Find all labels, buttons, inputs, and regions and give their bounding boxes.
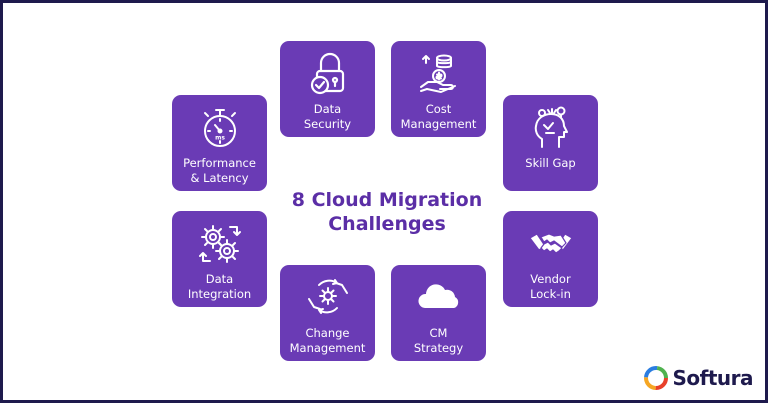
lock-check-icon — [305, 51, 351, 97]
svg-text:ms: ms — [215, 135, 225, 142]
card-performance-latency: ms Performance& Latency — [172, 95, 267, 191]
gears-icon — [197, 221, 243, 267]
handshake-icon — [528, 221, 574, 267]
card-label: Skill Gap — [525, 156, 576, 170]
softura-logo-icon — [644, 366, 669, 390]
title-line-2: Challenges — [328, 213, 446, 235]
card-label: Performance& Latency — [183, 156, 256, 185]
diagram-title: 8 Cloud Migration Challenges — [265, 188, 509, 236]
hands-gear-icon — [305, 275, 351, 321]
title-line-1: 8 Cloud Migration — [291, 189, 483, 211]
head-ideas-icon — [528, 105, 574, 151]
hand-coins-icon — [416, 51, 462, 97]
brand-logo: Softura — [644, 366, 753, 390]
stopwatch-icon: ms — [197, 105, 243, 151]
card-skill-gap: Skill Gap — [503, 95, 598, 191]
brand-name: Softura — [672, 366, 753, 390]
cloud-icon — [416, 275, 462, 321]
